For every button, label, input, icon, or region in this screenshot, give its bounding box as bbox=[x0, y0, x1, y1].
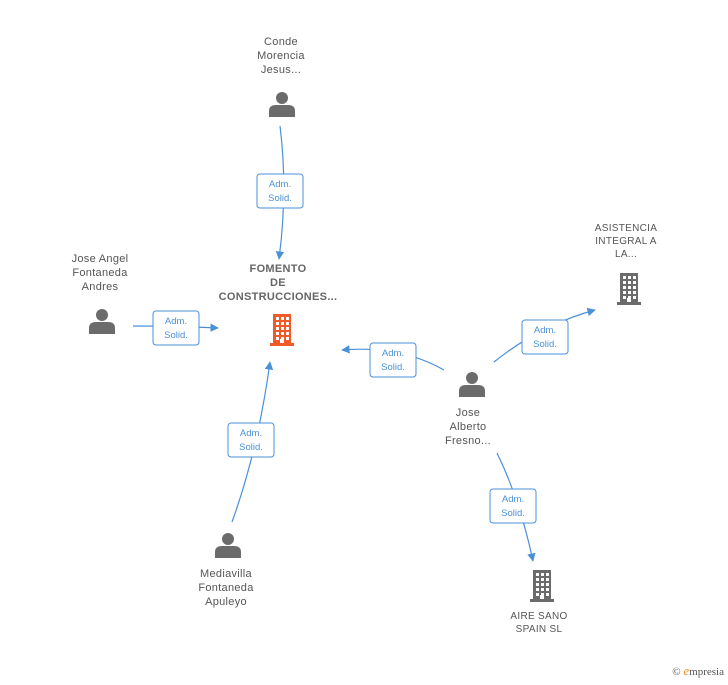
brand-initial: e bbox=[683, 663, 690, 678]
node-joseangel-line-1: Jose Angel bbox=[71, 253, 129, 265]
building-icon[interactable] bbox=[617, 273, 641, 305]
edge-label-line: Solid. bbox=[381, 362, 405, 373]
edge-label-line: Adm. bbox=[382, 348, 404, 359]
node-conde-line-2: Morencia bbox=[257, 50, 305, 62]
person-icon[interactable] bbox=[459, 372, 485, 397]
edge-label-box[interactable]: Adm. Solid. bbox=[489, 488, 537, 524]
person-icon[interactable] bbox=[215, 533, 241, 558]
edge-label-frame bbox=[521, 319, 569, 355]
person-icon[interactable] bbox=[269, 92, 295, 117]
edge-label-line: Adm. bbox=[534, 325, 556, 336]
node-mediavilla-line-1: Mediavilla bbox=[200, 568, 252, 580]
node-main-line-2: DE bbox=[270, 277, 286, 289]
node-joseangel-label[interactable]: Jose Angel Fontaneda Andres bbox=[50, 252, 150, 294]
node-josealberto-line-3: Fresno... bbox=[444, 435, 492, 447]
node-mediavilla-label[interactable]: Mediavilla Fontaneda Apuleyo bbox=[176, 567, 276, 609]
edge-label-line: Solid. bbox=[164, 330, 188, 341]
edge-mediavilla-to-main: Adm. Solid. bbox=[227, 361, 275, 523]
node-main-line-3: CONSTRUCCIONES... bbox=[218, 291, 338, 303]
node-airesano-line-1: AIRE SANO bbox=[510, 611, 568, 622]
empresia-watermark: © empresia bbox=[672, 663, 724, 679]
node-conde-label[interactable]: Conde Morencia Jesus... bbox=[231, 35, 331, 77]
edge-josealberto-to-main: Adm. Solid. bbox=[341, 342, 445, 378]
building-icon[interactable] bbox=[270, 314, 294, 346]
edge-label-frame bbox=[227, 422, 275, 458]
edge-label-line: Solid. bbox=[533, 339, 557, 350]
node-josealberto-line-1: Jose bbox=[455, 407, 481, 419]
building-icon[interactable] bbox=[530, 570, 554, 602]
brand-name: mpresia bbox=[689, 666, 724, 678]
edge-label-line: Adm. bbox=[165, 316, 187, 327]
node-main-line-1: FOMENTO bbox=[249, 263, 307, 275]
edge-josealberto-to-airesano: Adm. Solid. bbox=[489, 452, 537, 562]
edge-label-line: Solid. bbox=[268, 193, 292, 204]
edge-label-frame bbox=[152, 310, 200, 346]
copyright-symbol: © bbox=[672, 666, 681, 678]
edge-label-box[interactable]: Adm. Solid. bbox=[521, 319, 569, 355]
edge-label-box[interactable]: Adm. Solid. bbox=[227, 422, 275, 458]
edge-label-line: Solid. bbox=[501, 508, 525, 519]
edge-joseangel-to-main: Adm. Solid. bbox=[132, 310, 219, 346]
edge-label-frame bbox=[369, 342, 417, 378]
edge-label-line: Adm. bbox=[240, 428, 262, 439]
node-airesano-line-2: SPAIN SL bbox=[515, 624, 563, 635]
edge-label-box[interactable]: Adm. Solid. bbox=[152, 310, 200, 346]
node-asistencia-line-3: LA... bbox=[614, 249, 638, 260]
node-conde-line-1: Conde bbox=[264, 36, 298, 48]
node-joseangel-line-3: Andres bbox=[81, 281, 119, 293]
node-josealberto-line-2: Alberto bbox=[449, 421, 487, 433]
node-asistencia-line-1: ASISTENCIA bbox=[594, 223, 658, 234]
edge-josealberto-to-asistencia: Adm. Solid. bbox=[493, 307, 596, 363]
edge-label-box[interactable]: Adm. Solid. bbox=[256, 173, 304, 209]
node-mediavilla-line-2: Fontaneda bbox=[198, 582, 254, 594]
person-icon[interactable] bbox=[89, 309, 115, 334]
edge-conde-to-main: Adm. Solid. bbox=[256, 125, 304, 260]
node-airesano-label[interactable]: AIRE SANO SPAIN SL bbox=[489, 610, 589, 636]
edge-label-frame bbox=[256, 173, 304, 209]
node-josealberto-label[interactable]: Jose Alberto Fresno... bbox=[418, 406, 518, 448]
edge-label-box[interactable]: Adm. Solid. bbox=[369, 342, 417, 378]
node-mediavilla-line-3: Apuleyo bbox=[205, 596, 247, 608]
edge-label-line: Adm. bbox=[502, 494, 524, 505]
edge-label-frame bbox=[489, 488, 537, 524]
node-joseangel-line-2: Fontaneda bbox=[72, 267, 128, 279]
edge-label-line: Solid. bbox=[239, 442, 263, 453]
edge-label-line: Adm. bbox=[269, 179, 291, 190]
node-asistencia-label[interactable]: ASISTENCIA INTEGRAL A LA... bbox=[576, 222, 676, 261]
node-asistencia-line-2: INTEGRAL A bbox=[595, 236, 657, 247]
node-main-label[interactable]: FOMENTO DE CONSTRUCCIONES... bbox=[208, 262, 348, 304]
node-conde-line-3: Jesus... bbox=[260, 64, 302, 76]
